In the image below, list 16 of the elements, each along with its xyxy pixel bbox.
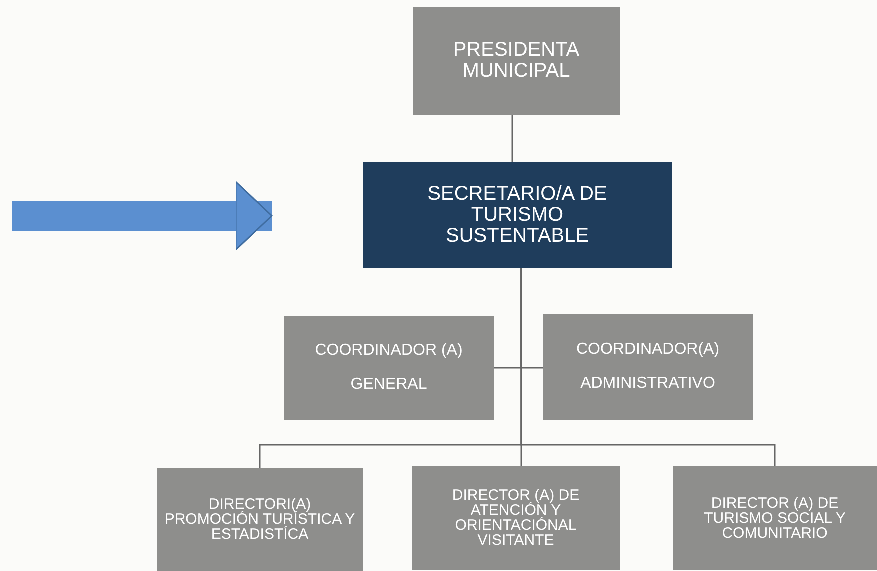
org-box (157, 468, 363, 571)
block-arrow (12, 181, 273, 251)
role-title: DIRECTOR (A) DE ATENCIÓN Y ORIENTACIÓNAL VISITANTE (451, 488, 581, 548)
role-title: COORDINADOR(A) ADMINISTRATIVO (575, 340, 721, 394)
role-title: COORDINADOR (A) GENERAL (314, 341, 464, 395)
role-title: PRESIDENTA MUNICIPAL (452, 40, 581, 82)
org-box (673, 466, 877, 570)
role-title: DIRECTOR (A) DE TURISMO SOCIAL Y COMUNITARIO (703, 496, 847, 540)
org-box (413, 7, 620, 115)
org-box (363, 162, 672, 268)
org-box (412, 466, 620, 570)
org-box (543, 314, 753, 420)
role-title: SECRETARIO/A DE TURISMO SUSTENTABLE (426, 184, 608, 246)
role-title: DIRECTORI(A) PROMOCIÓN TURÍSTICA Y ESTADISTÍCA (164, 497, 356, 542)
org-box (284, 316, 494, 420)
connector-line (512, 115, 514, 162)
